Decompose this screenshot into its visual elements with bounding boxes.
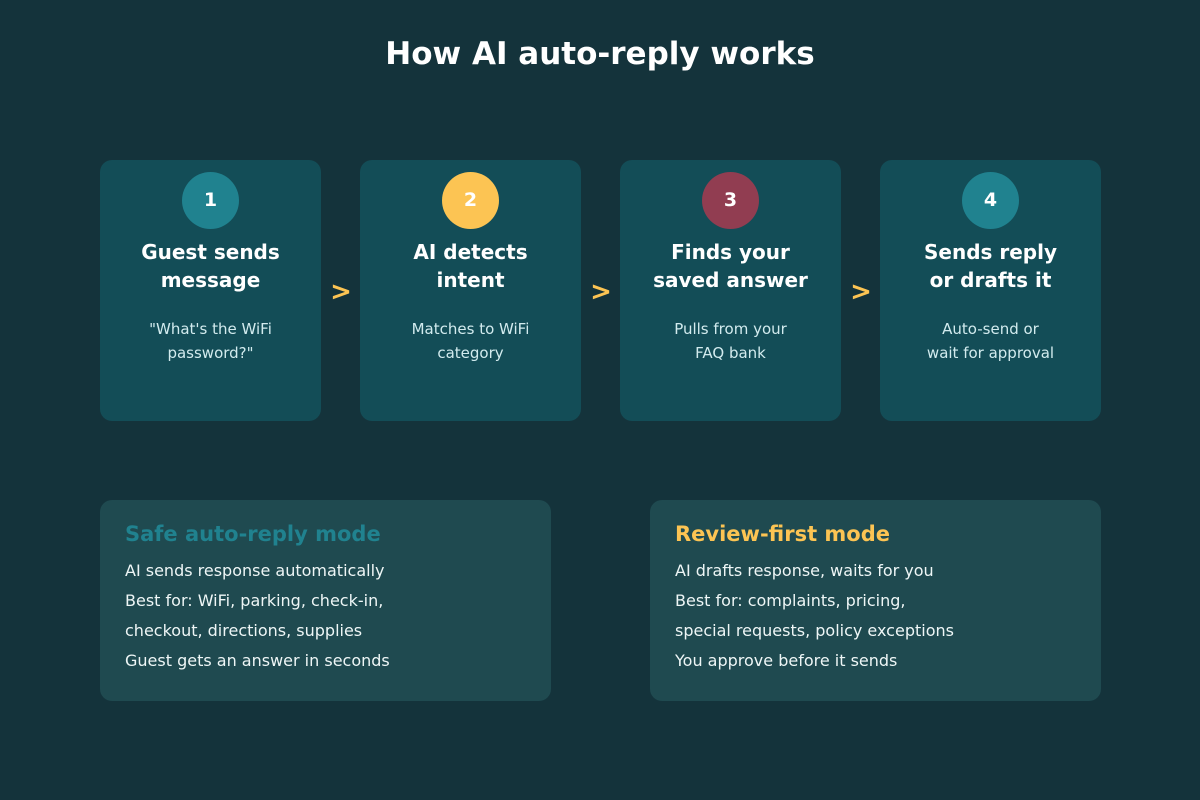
step-title-line: or drafts it	[929, 268, 1052, 292]
mode-line: You approve before it sends	[675, 651, 898, 670]
step-card-1: 1 Guest sends message "What's the WiFi p…	[100, 160, 321, 421]
step-description: Pulls from your FAQ bank	[630, 317, 831, 365]
step-title-line: Finds your	[671, 240, 790, 264]
arrow-icon: >	[330, 277, 352, 307]
arrow-icon: >	[850, 277, 872, 307]
step-description-line: Auto-send or	[942, 320, 1039, 338]
mode-title: Review-first mode	[675, 522, 891, 546]
step-title-line: Guest sends	[141, 240, 280, 264]
safe-auto-reply-card: Safe auto-reply mode AI sends response a…	[100, 500, 551, 701]
mode-line: AI drafts response, waits for you	[675, 561, 934, 580]
mode-title: Safe auto-reply mode	[125, 522, 381, 546]
mode-line: AI sends response automatically	[125, 561, 385, 580]
step-description: Auto-send or wait for approval	[890, 317, 1091, 365]
step-number-badge: 2	[442, 172, 499, 229]
mode-line: checkout, directions, supplies	[125, 621, 363, 640]
step-number-badge: 3	[702, 172, 759, 229]
page-title: How AI auto-reply works	[385, 36, 815, 72]
mode-line: special requests, policy exceptions	[675, 621, 954, 640]
arrow-icon: >	[590, 277, 612, 307]
step-description-line: FAQ bank	[695, 344, 766, 362]
step-title: Finds your saved answer	[630, 238, 831, 294]
step-description-line: "What's the WiFi	[149, 320, 272, 338]
step-title: Guest sends message	[110, 238, 311, 294]
step-title: AI detects intent	[370, 238, 571, 294]
step-title-line: intent	[436, 268, 505, 292]
mode-line: Guest gets an answer in seconds	[125, 651, 390, 670]
mode-line: Best for: WiFi, parking, check-in,	[125, 591, 384, 610]
step-title-line: Sends reply	[923, 240, 1058, 264]
step-description-line: wait for approval	[926, 344, 1055, 362]
step-title-line: message	[160, 268, 261, 292]
step-card-2: 2 AI detects intent Matches to WiFi cate…	[360, 160, 581, 421]
step-number-badge: 4	[962, 172, 1019, 229]
step-description-line: category	[437, 344, 504, 362]
step-title-line: saved answer	[653, 268, 808, 292]
step-description-line: password?"	[167, 344, 254, 362]
step-description: Matches to WiFi category	[370, 317, 571, 365]
step-card-4: 4 Sends reply or drafts it Auto-send or …	[880, 160, 1101, 421]
step-description-line: Pulls from your	[674, 320, 787, 338]
review-first-card: Review-first mode AI drafts response, wa…	[650, 500, 1101, 701]
step-card-3: 3 Finds your saved answer Pulls from you…	[620, 160, 841, 421]
step-title: Sends reply or drafts it	[890, 238, 1091, 294]
step-description: "What's the WiFi password?"	[110, 317, 311, 365]
step-number-badge: 1	[182, 172, 239, 229]
step-title-line: AI detects	[413, 240, 528, 264]
step-description-line: Matches to WiFi	[411, 320, 530, 338]
mode-line: Best for: complaints, pricing,	[675, 591, 906, 610]
